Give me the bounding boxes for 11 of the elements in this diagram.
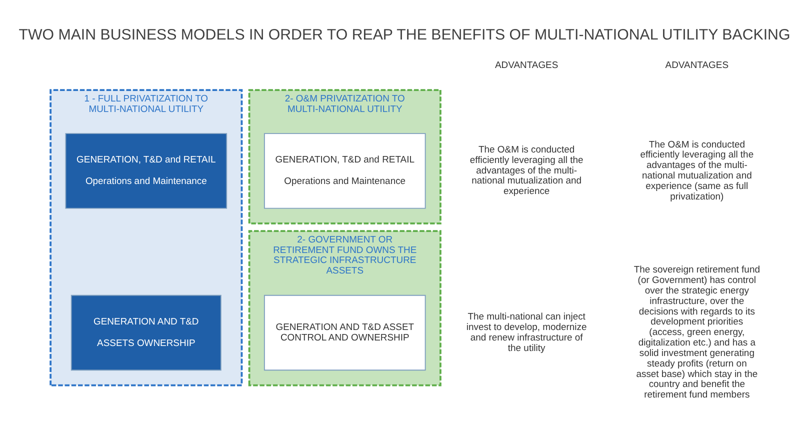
label: ADVANTAGES (665, 60, 729, 71)
label: The multi-national can inject invest to develop, modernize and renew infrastructure of the utility (466, 312, 587, 354)
node-box: GENERATION AND T&D ASSETS OWNERSHIP (70, 294, 222, 371)
diagram-title: TWO MAIN BUSINESS MODELS IN ORDER TO REAP THE BENEFITS OF MULTI-NATIONAL UTILITY BACKING (18, 26, 790, 44)
label: The O&M is conducted efficiently leveraging all the advantages of the multi-national mutualization and experience (470, 144, 584, 198)
label: ADVANTAGES (494, 60, 558, 71)
label: The O&M is conducted efficiently leveraging all the advantages of the multi-national mutualization and experience (same as full privatization) (640, 139, 754, 202)
node-box: GENERATION, T&D and RETAIL Operations and Maintenance (264, 133, 426, 209)
node-box: GENERATION AND T&D ASSET CONTROL AND OWNERSHIP (264, 294, 426, 371)
node-box: GENERATION, T&D and RETAIL Operations and Maintenance (65, 133, 228, 209)
label: The sovereign retirement fund (or Government) has control over the strategic energy infrastructure, over the decisions with regards to its development priorities (access, green energy, digitalization etc.) and has a solid investment generating steady profits (return on asset base) which stay in the country and benefit the retirement fund members (634, 264, 760, 401)
